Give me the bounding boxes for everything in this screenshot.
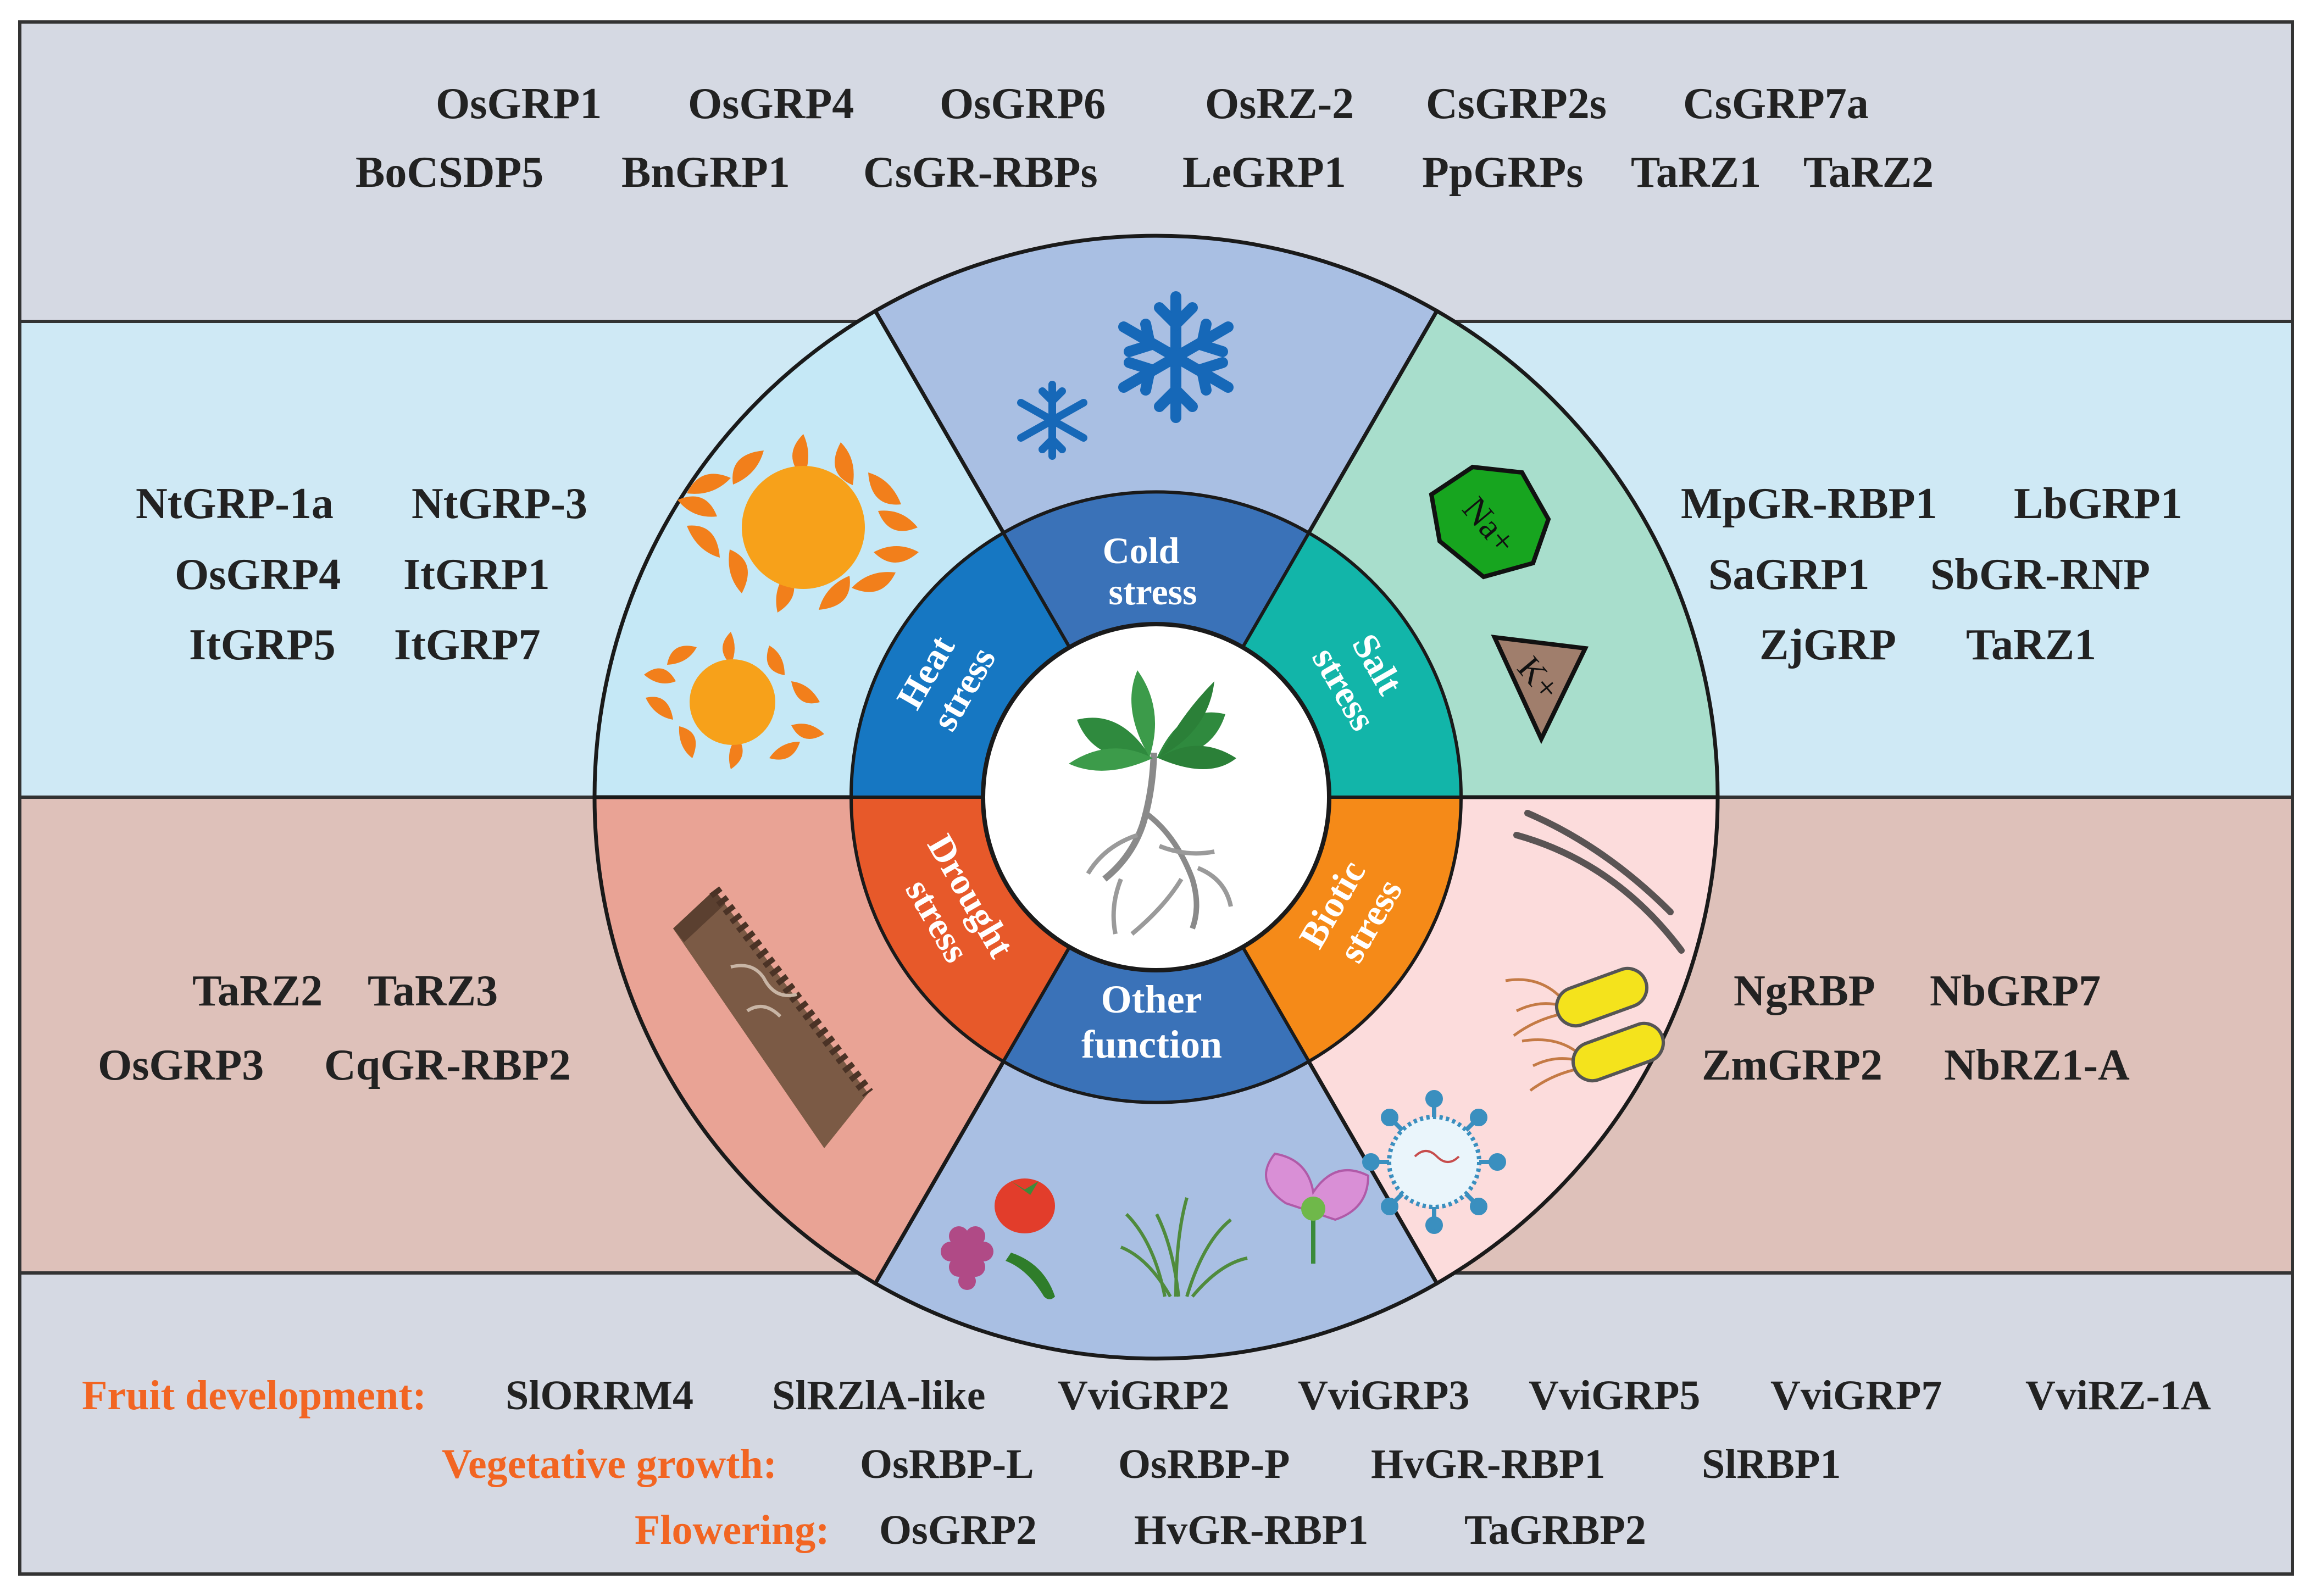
tomato-icon [995,1178,1055,1233]
cracked-soil-icon [673,886,873,1148]
svg-text:SaGRP1 SbGR-RNP: SaGRP1 SbGR-RNP [1708,550,2150,599]
flowering-label: Flowering: [635,1507,830,1553]
svg-text:NgRBP NbGRP7: NgRBP NbGRP7 [1734,967,2101,1015]
svg-text:OsGRP1 OsGRP4 OsGR: OsGRP1 OsGRP4 OsGRP6 OsRZ-2 CsGRP2s CsGR… [436,80,1869,128]
plant-icon [1069,670,1236,936]
flower-icon [1265,1152,1370,1264]
other-function-label: Other function [1081,977,1222,1066]
fruit-development-label: Fruit development: [82,1372,426,1419]
svg-text:NtGRP-1a NtGRP-3: NtGRP-1a NtGRP-3 [136,480,587,528]
sodium-ion-icon: Na+ [1429,464,1551,580]
svg-text:ItGRP5 ItGRP7: ItGRP5 ItGRP7 [189,621,541,669]
cold-stress-label: Cold stress [1103,530,1197,613]
sun-large-icon [678,434,919,613]
vegetative-growth-label: Vegetative growth: [442,1441,777,1487]
snowflake-large-icon [1118,291,1234,423]
salt-gene-list: MpGR-RBP1 LbGRP1 SaGRP1 SbGR-RNP ZjGRP T… [1681,480,2183,669]
svg-text:MpGR-RBP1 LbGRP1: MpGR-RBP1 LbGRP1 [1681,480,2183,528]
grape-icon [941,1226,993,1290]
svg-text:OsGRP4 ItGRP1: OsGRP4 ItGRP1 [175,550,550,599]
biotic-gene-list: NgRBP NbGRP7 ZmGRP2 NbRZ1-A [1702,967,2130,1089]
cucumber-icon [1006,1253,1055,1299]
svg-text:Fruit development: SlORR: Fruit development: SlORRM4 SlRZlA-like V… [82,1372,2211,1419]
sun-small-icon [644,632,824,769]
svg-text:Flowering: OsGRP2: Flowering: OsGRP2 HvGR-RBP1 TaGRBP2 [635,1507,1646,1553]
rice-plant-icon [1120,1197,1248,1298]
other-function-gene-list: Fruit development: SlORRM4 SlRZlA-like V… [82,1372,2211,1553]
svg-text:ZjGRP TaRZ1: ZjGRP TaRZ1 [1759,621,2096,669]
svg-text:BoCSDP5 BnGRP1 CsG: BoCSDP5 BnGRP1 CsGR-RBPs LeGRP1 PpGRPs T… [356,148,1934,197]
svg-text:ZmGRP2 NbRZ1-A: ZmGRP2 NbRZ1-A [1702,1041,2130,1089]
bacteria-icon [1505,966,1665,1092]
svg-text:TaRZ2 TaRZ3: TaRZ2 TaRZ3 [192,967,498,1015]
svg-text:Vegetative growth: OsRBP: Vegetative growth: OsRBP-L OsRBP-P HvGR-… [442,1441,1841,1487]
heat-gene-list: NtGRP-1a NtGRP-3 OsGRP4 ItGRP1 ItGRP5 It… [136,480,587,669]
virus-icon [1362,1090,1506,1234]
svg-text:OsGRP3 CqGR-RBP2: OsGRP3 CqGR-RBP2 [98,1041,571,1089]
nematode-icon [1513,810,1685,954]
drought-gene-list: TaRZ2 TaRZ3 OsGRP3 CqGR-RBP2 [98,967,571,1089]
center-circle [981,622,1331,972]
cold-gene-list: OsGRP1 OsGRP4 OsGRP6 OsRZ-2 CsGRP2s CsGR… [356,80,1934,197]
snowflake-small-icon [1017,381,1087,460]
